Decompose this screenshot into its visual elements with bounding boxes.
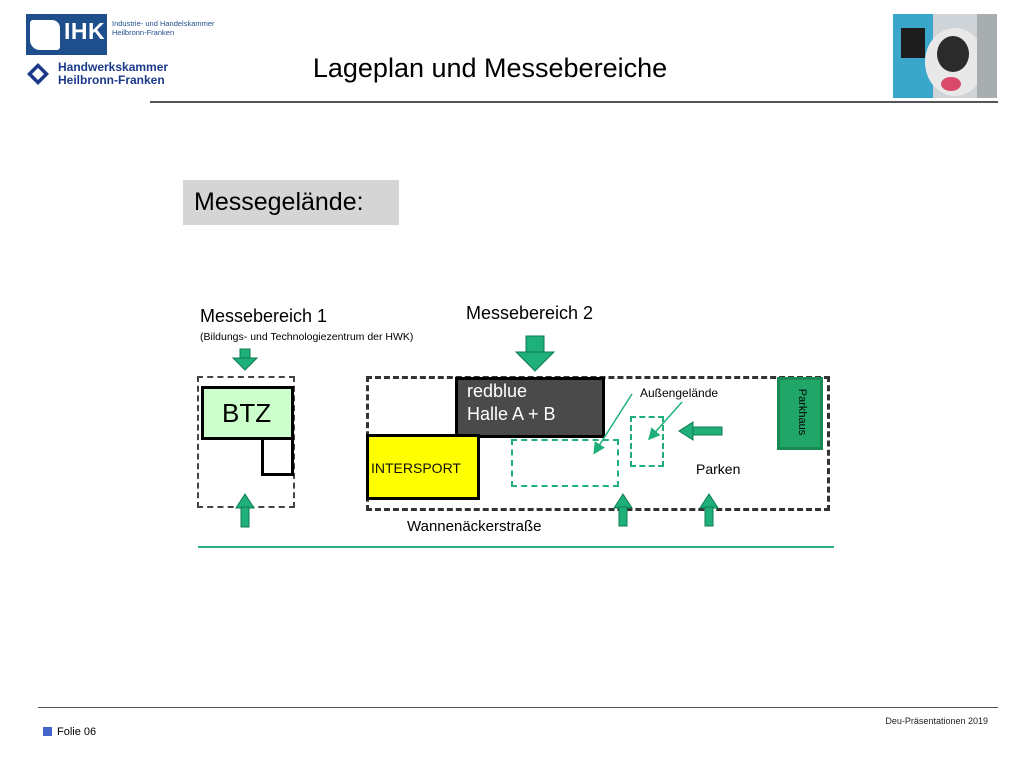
street-line bbox=[198, 546, 834, 548]
btz-building: BTZ bbox=[201, 386, 294, 440]
hwk-name: Handwerkskammer Heilbronn-Franken bbox=[58, 60, 169, 87]
slide-number: Folie 06 bbox=[57, 726, 97, 738]
btz-annex bbox=[261, 437, 294, 476]
page-title: Lageplan und Messebereiche bbox=[312, 53, 668, 83]
outdoor-area-label: Außengelände bbox=[640, 386, 719, 400]
slide-marker-icon bbox=[43, 727, 52, 736]
arrow-down-area1-icon bbox=[231, 348, 259, 371]
ihk-logo: IHK bbox=[26, 14, 107, 55]
hwk-logo-icon bbox=[27, 63, 49, 85]
arrow-down-area2-icon bbox=[514, 335, 556, 372]
parking-garage-label: Parkhaus bbox=[796, 388, 808, 436]
ihk-name: Industrie- und Handelskammer Heilbronn-F… bbox=[112, 19, 215, 37]
hall-sections: Halle A + B bbox=[467, 404, 556, 424]
intersport-building: INTERSPORT bbox=[366, 434, 480, 500]
area1-subtitle: (Bildungs- und Technologiezentrum der HW… bbox=[200, 331, 414, 343]
outdoor-area-zone-small bbox=[630, 416, 664, 467]
ihk-logo-text: IHK bbox=[64, 18, 106, 44]
header-divider bbox=[150, 101, 998, 103]
parking-garage bbox=[777, 377, 823, 450]
outdoor-area-zone bbox=[511, 439, 619, 487]
area2-title: Messebereich 2 bbox=[466, 303, 594, 323]
hall-name: redblue bbox=[467, 381, 528, 401]
footer-credit: Deu-Präsentationen 2019 bbox=[885, 716, 988, 726]
area1-title: Messebereich 1 bbox=[200, 306, 328, 326]
parking-label: Parken bbox=[696, 461, 741, 477]
portrait-image bbox=[893, 14, 997, 98]
footer-divider bbox=[38, 707, 998, 708]
section-label: Messegelände: bbox=[183, 180, 399, 225]
map-icon bbox=[30, 20, 60, 50]
street-label: Wannenäckerstraße bbox=[407, 518, 542, 535]
redblue-hall: redblue Halle A + B bbox=[455, 377, 605, 438]
